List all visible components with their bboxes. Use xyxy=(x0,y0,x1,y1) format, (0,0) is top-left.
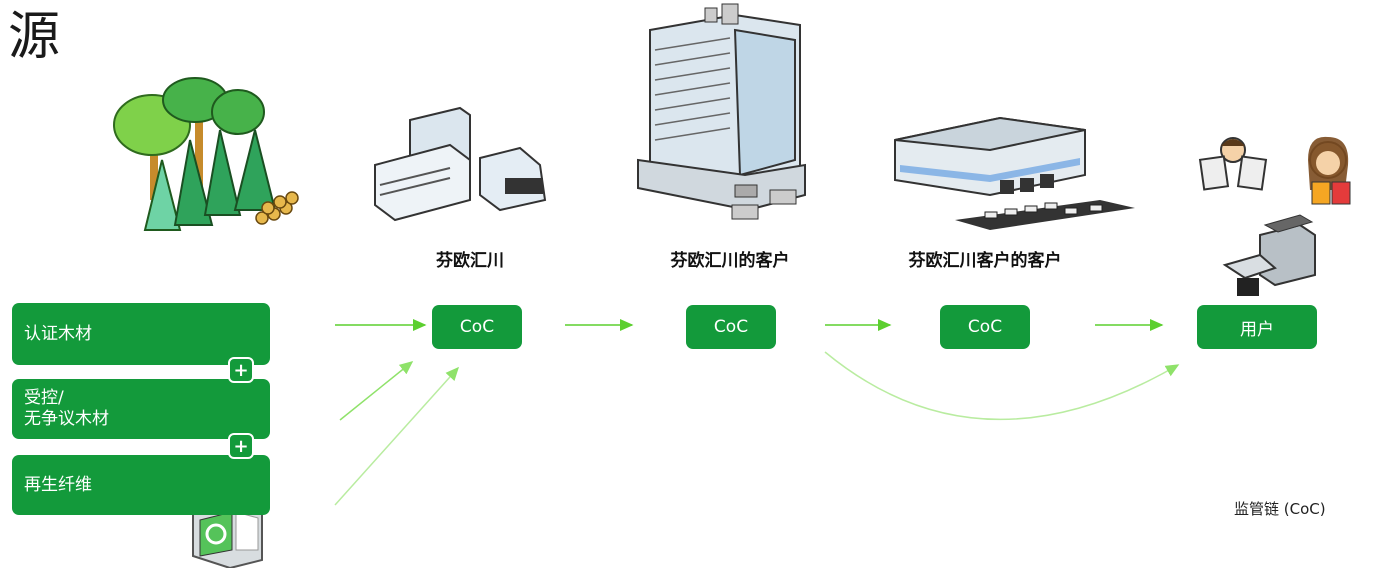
plus-icon: + xyxy=(228,357,254,383)
coc-box-upm: CoC xyxy=(432,305,522,349)
stage-label-customer: 芬欧汇川的客户 xyxy=(670,251,790,271)
source-controlled-wood: 受控/ 无争议木材 xyxy=(12,379,270,439)
plus-icon: + xyxy=(228,433,254,459)
user-box: 用户 xyxy=(1197,305,1317,349)
source-recycled-fiber: 再生纤维 xyxy=(12,455,270,515)
source-certified-wood: 认证木材 xyxy=(12,303,270,365)
forest-icon xyxy=(113,77,299,231)
footnote-coc: 监管链 (CoC) xyxy=(1234,500,1326,518)
warehouse-icon xyxy=(894,116,1135,230)
page-title: 源 xyxy=(8,7,61,67)
stage-label-upm: 芬欧汇川 xyxy=(436,251,504,271)
coc-box-customer: CoC xyxy=(686,305,776,349)
coc-box-customer-of-customer: CoC xyxy=(940,305,1030,349)
printer-icon xyxy=(1222,214,1316,296)
office-tower-icon xyxy=(637,3,806,220)
flow-arrows xyxy=(334,319,1180,506)
stage-label-customer-of-customer: 芬欧汇川客户的客户 xyxy=(908,251,1062,271)
readers-icon xyxy=(1198,136,1351,205)
factory-icon xyxy=(374,106,547,222)
